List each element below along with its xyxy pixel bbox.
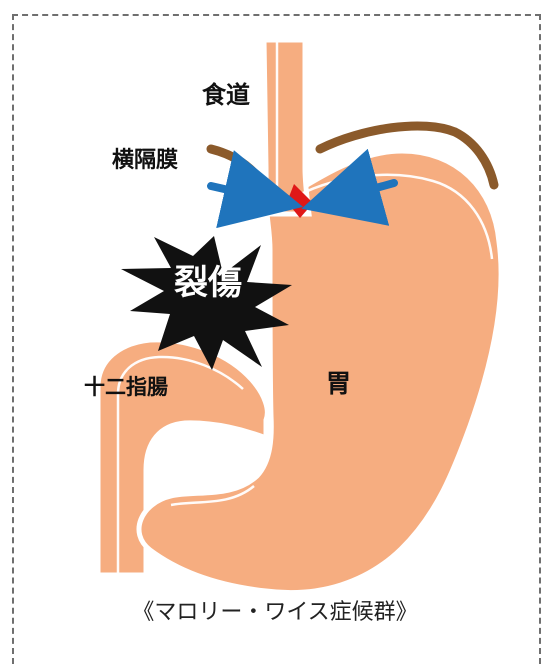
caption: 《マロリー・ワイス症候群》: [132, 600, 417, 625]
esophagus-tube: [264, 40, 309, 214]
tear-label: 裂傷: [174, 263, 242, 303]
duodenum-label: 十二指腸: [84, 375, 168, 399]
stomach-label: 胃: [326, 369, 351, 398]
left-arrow: [211, 186, 264, 198]
diaphragm-label: 横隔膜: [112, 148, 178, 173]
esophagus-label: 食道: [202, 81, 250, 109]
